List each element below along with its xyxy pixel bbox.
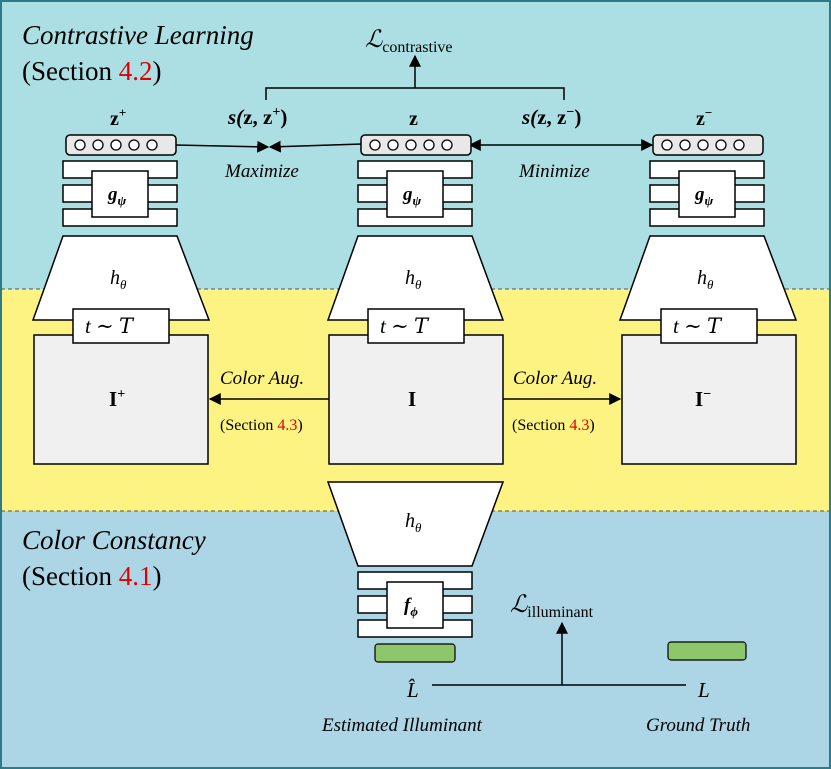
constancy-section: (Section 4.1) <box>22 561 161 591</box>
estimated-illuminant-label: Estimated Illuminant <box>321 715 483 736</box>
encoder-trapezoid <box>618 235 798 321</box>
encoder-label: hθ <box>405 510 422 535</box>
embedding-unit <box>369 139 381 151</box>
constancy-title: Color Constancy <box>22 525 206 555</box>
transform-box <box>72 308 170 344</box>
encoder-label: hθ <box>697 267 714 292</box>
illuminant-head-label: fϕ <box>404 595 418 619</box>
projection-head-box <box>91 170 149 218</box>
color-aug-label-right: Color Aug. <box>513 368 597 389</box>
arrow-anchor-to-maximize <box>268 140 363 153</box>
encoder-label: hθ <box>110 267 127 292</box>
ground-truth-label: Ground Truth <box>646 715 750 736</box>
estimated-illuminant-bar <box>374 643 456 663</box>
encoder-label: hθ <box>405 267 422 292</box>
ground-truth-bar <box>667 641 747 661</box>
embedding-unit <box>128 139 140 151</box>
contrastive-loss-bracket <box>265 87 565 100</box>
image-negative-label: I− <box>695 387 711 411</box>
ground-truth-symbol: L <box>697 678 710 702</box>
transform-label: t ∼ T <box>673 314 723 338</box>
embedding-anchor-label: z <box>409 108 418 130</box>
image-box-negative <box>621 334 797 465</box>
embedding-unit <box>441 139 453 151</box>
projection-head-label: gψ <box>694 184 714 208</box>
illuminant-head-box <box>386 581 444 629</box>
constancy-branch: hθ fϕ L̂ L ℒilluminant Estimated Illumin… <box>321 481 750 736</box>
positive-column: gψ hθ t ∼ T I+ <box>31 134 211 465</box>
color-aug-section-right: (Section 4.3) <box>512 417 595 434</box>
projection-head-box <box>678 170 736 218</box>
image-anchor-label: I <box>408 387 416 411</box>
color-aug-label-left: Color Aug. <box>220 368 304 389</box>
embedding-unit <box>679 139 691 151</box>
transform-box <box>660 308 758 344</box>
transform-box <box>367 308 465 344</box>
transform-label: t ∼ T <box>85 314 135 338</box>
projection-head-label: gψ <box>402 184 422 208</box>
encoder-trapezoid <box>326 235 505 321</box>
embedding-unit <box>697 139 709 151</box>
similarity-positive-label: s(z, z+) <box>227 105 287 129</box>
similarity-negative-label: s(z, z−) <box>521 105 581 129</box>
projection-head-box <box>386 170 444 218</box>
embedding-unit <box>405 139 417 151</box>
projection-head-label: gψ <box>107 184 127 208</box>
color-aug-section-left: (Section 4.3) <box>220 417 303 434</box>
embedding-unit <box>733 139 745 151</box>
embedding-unit <box>74 139 86 151</box>
transform-label: t ∼ T <box>380 314 430 338</box>
minimize-label: Minimize <box>518 161 590 182</box>
illuminant-loss-label: ℒilluminant <box>510 592 594 621</box>
embedding-unit <box>387 139 399 151</box>
encoder-trapezoid-inverted <box>326 481 505 567</box>
embedding-unit <box>110 139 122 151</box>
contrastive-loss-label: ℒcontrastive <box>365 27 453 56</box>
maximize-label: Maximize <box>224 161 299 182</box>
contrastive-title: Contrastive Learning <box>22 20 254 50</box>
encoder-trapezoid <box>31 235 211 321</box>
image-box-positive <box>33 334 209 465</box>
negative-column: gψ hθ t ∼ T I− <box>618 134 798 465</box>
estimated-symbol: L̂ <box>406 678 419 702</box>
embedding-positive-label: z+ <box>110 105 126 130</box>
arrow-positive-to-maximize <box>174 140 270 153</box>
embedding-unit <box>423 139 435 151</box>
image-positive-label: I+ <box>109 387 125 411</box>
contrastive-section: (Section 4.2) <box>22 56 161 86</box>
embedding-unit <box>146 139 158 151</box>
embedding-unit <box>661 139 673 151</box>
embedding-unit <box>715 139 727 151</box>
embedding-unit <box>92 139 104 151</box>
embedding-negative-label: z− <box>696 105 712 130</box>
